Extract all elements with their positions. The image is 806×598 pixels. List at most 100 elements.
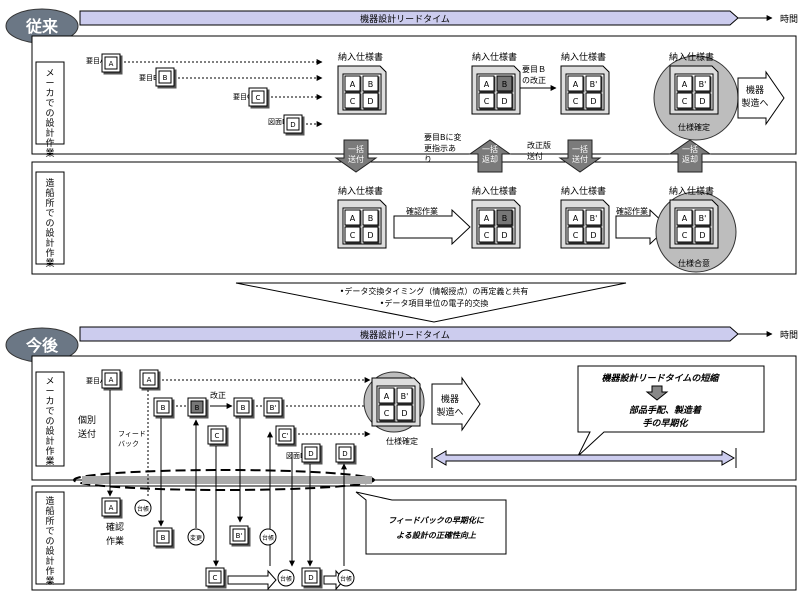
fut-a-1-inner	[104, 372, 118, 386]
shipyard-label-bottom-char: 計	[45, 555, 54, 567]
shipyard-label-top-char: 造	[45, 177, 54, 189]
spec-doc-1-cell	[344, 92, 361, 109]
change-b	[187, 528, 205, 546]
ship-spec-4-cell-label: A	[682, 214, 688, 223]
shipyard-label-top-char: 所	[45, 198, 54, 209]
spec-doc-bottom-cell	[378, 404, 395, 421]
bulk-send-1	[334, 139, 378, 173]
fut-b-dark-label: B	[195, 404, 200, 412]
spec-doc-4-cell-label: A	[682, 80, 688, 89]
fut-b-1-label: B	[161, 404, 166, 412]
callout-lead-time	[577, 365, 765, 457]
req-b-card-inner	[158, 70, 172, 84]
bulk-return-2	[668, 139, 712, 173]
spec-doc-title-1: 納入仕様書	[338, 51, 383, 63]
bulk-send-2-label: 一括	[572, 144, 588, 154]
shipyard-label-box-bottom	[35, 491, 65, 585]
manufacturing-top-1: 機器	[746, 84, 764, 96]
spec-doc-bottom-cell-label: B'	[401, 392, 409, 401]
feedback-2: バック	[118, 440, 139, 448]
ship-spec-2-cell	[478, 209, 495, 226]
fut-c-1-label: C	[215, 432, 220, 440]
manufacturing-top-2: 製造へ	[741, 97, 768, 109]
spec-doc-bottom-cell-label: C	[384, 409, 390, 418]
fut-a-2-inner	[142, 372, 156, 386]
maker-label-top-char: の	[45, 109, 54, 119]
individual-send-2: 送付	[78, 428, 96, 440]
shipyard-label-top-char: 業	[45, 257, 54, 269]
shipyard-label-bottom-char: 所	[45, 516, 54, 527]
ship-spec-2-cell-label: A	[484, 214, 490, 223]
badge-future: 今後	[25, 336, 59, 355]
ship-spec-1-cell	[344, 226, 361, 243]
feedback-1: フィード	[118, 430, 146, 438]
maker-label-top-char: 設	[45, 117, 54, 129]
ship-b-inner	[156, 530, 170, 544]
ship-spec-title-2: 納入仕様書	[472, 185, 517, 197]
shipyard-label-bottom-char: 作	[45, 565, 54, 577]
ship-spec-3-cell	[585, 226, 602, 243]
drawing-d-bottom: 図面D	[286, 452, 305, 460]
bulk-send-1-label: 一括	[348, 144, 364, 154]
lead-time-bar-bottom-time: 時間	[780, 330, 798, 341]
maker-label-top-char: 業	[45, 147, 54, 159]
spec-doc-title-2: 納入仕様書	[472, 51, 517, 63]
spec-doc-4-cell	[694, 92, 711, 109]
ship-spec-2-cell-label: B	[502, 214, 508, 223]
ship-spec-4-cell-label: C	[682, 231, 688, 240]
spec-doc-3-cell-label: D	[590, 97, 596, 106]
bulk-return-2-label: 一括	[682, 144, 698, 154]
spec-doc-3-cell	[585, 92, 602, 109]
shipyard-label-bottom-char: 造	[45, 495, 54, 507]
callout-title: 機器設計リードタイムの短縮	[602, 373, 721, 384]
manufacturing-bottom-1: 機器	[441, 393, 459, 405]
manufacturing-arrow-bottom	[431, 376, 481, 432]
ship-spec-3-cell	[567, 226, 584, 243]
ship-spec-1-cell	[344, 209, 361, 226]
spec-doc-3-cell-label: A	[573, 80, 579, 89]
shipyard-label-top-char: 作	[45, 247, 54, 259]
spec-doc-title-3: 納入仕様書	[561, 51, 606, 63]
banner-line-2: •データ項目単位の電子的交換	[380, 298, 489, 308]
confirm-work-1: 確認作業	[406, 206, 438, 216]
ledger-d	[337, 569, 355, 587]
fut-c-1-inner	[210, 428, 224, 442]
lead-time-bar-top-label: 機器設計リードタイム	[360, 13, 450, 25]
spec-fixed-top: 仕様確定	[678, 122, 710, 132]
req-c-label: 要目C	[233, 93, 252, 101]
fut-b-1-inner	[156, 400, 170, 414]
ship-spec-2-cell	[496, 209, 513, 226]
maker-label-bottom-char: カ	[45, 396, 54, 407]
feedback-note-bubble	[355, 491, 507, 555]
lead-time-bar-bottom	[79, 326, 739, 342]
ship-spec-4-cell	[676, 226, 693, 243]
exchange-band	[82, 476, 372, 484]
drawing-d-card-inner	[286, 117, 300, 131]
fut-c-prime-inner	[278, 428, 292, 442]
spec-doc-1-cell-label: A	[350, 80, 356, 89]
req-a-label: 要目A	[86, 57, 105, 65]
change-instruction-1: 要目Bに変	[424, 132, 462, 142]
fut-d-1-label: D	[308, 450, 313, 458]
ship-a-inner	[104, 500, 118, 514]
ship-spec-4-cell-label: B'	[699, 214, 707, 223]
ship-c-label: C	[213, 574, 218, 582]
spec-doc-bottom-cell	[396, 404, 413, 421]
ship-spec-title-3: 納入仕様書	[561, 185, 606, 197]
maker-label-bottom-char: 計	[45, 435, 54, 447]
ledger-c	[277, 569, 295, 587]
maker-label-bottom-char: で	[45, 407, 54, 417]
spec-doc-2-cell	[478, 92, 495, 109]
maker-label-box-top	[35, 61, 65, 145]
confirm-bottom-1: 確認	[106, 521, 124, 533]
maker-label-top-char: で	[45, 99, 54, 109]
req-a-card-label: A	[109, 60, 114, 68]
req-b-label: 要目B	[139, 74, 158, 82]
ship-spec-1-cell-label: C	[350, 231, 356, 240]
spec-agreed: 仕様合意	[678, 258, 710, 268]
callout-body-1: 部品手配、製造着	[629, 405, 702, 416]
spec-doc-2-cell-label: C	[484, 97, 490, 106]
spec-doc-bottom-cell-label: A	[384, 392, 390, 401]
ship-b-label: B	[161, 534, 166, 542]
